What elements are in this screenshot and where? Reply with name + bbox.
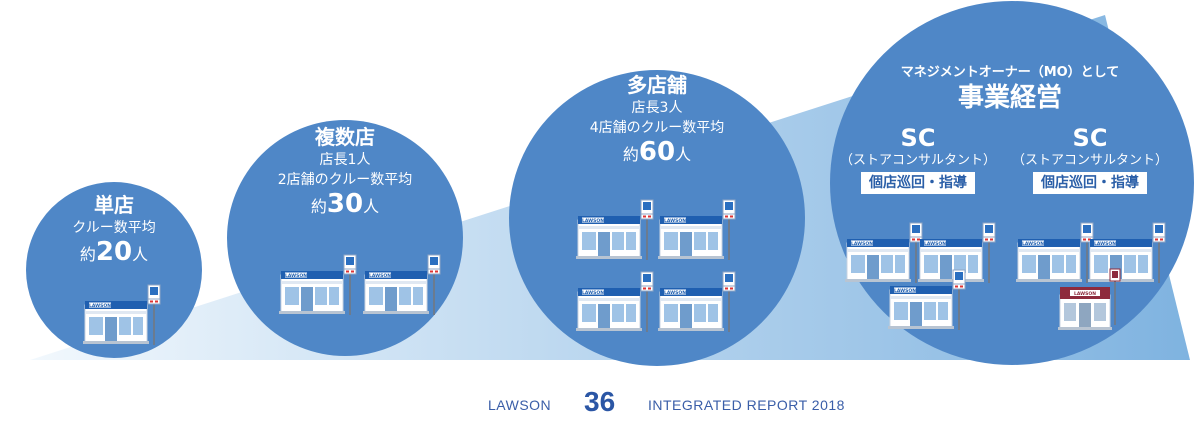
circle-4-text: マネジメントオーナー（MO）として 事業経営 (840, 64, 1180, 114)
circle-3-title: 多店舗 (627, 73, 687, 97)
footer-brand: LAWSON (488, 397, 552, 413)
sc-sub: （ストアコンサルタント） (1011, 153, 1168, 168)
sc-tag: 個店巡回・指導 (1033, 172, 1147, 194)
circle-3-text: 多店舗 店長3人 4店舗のクルー数平均 約60人 (557, 72, 757, 169)
circle-1-line: クルー数平均 (72, 220, 156, 236)
circle-3-line-2: 4店舗のクルー数平均 (589, 120, 725, 136)
circle-2-count: 約30人 (310, 189, 380, 219)
circle-1-text: 単店 クルー数平均 約20人 (44, 192, 184, 269)
circle-2-text: 複数店 店長1人 2店舗のクルー数平均 約30人 (245, 124, 445, 221)
circle-3-count: 約60人 (622, 137, 692, 167)
circle-2-line-1: 店長1人 (319, 152, 371, 168)
sc-label: SC (900, 124, 936, 152)
sc-tag: 個店巡回・指導 (861, 172, 975, 194)
circle-4-title: 事業経営 (957, 83, 1062, 113)
sc-sub: （ストアコンサルタント） (839, 153, 996, 168)
circle-2-title: 複数店 (315, 125, 375, 149)
circle-1-count: 約20人 (79, 237, 149, 267)
circle-4-subtitle: マネジメントオーナー（MO）として (900, 65, 1120, 80)
sc-block-1: SC （ストアコンサルタント） 個店巡回・指導 (832, 124, 1004, 194)
circle-3-line-1: 店長3人 (631, 100, 683, 116)
circle-2-line-2: 2店舗のクルー数平均 (277, 172, 413, 188)
circle-1-title: 単店 (94, 193, 134, 217)
sc-block-2: SC （ストアコンサルタント） 個店巡回・指導 (1004, 124, 1176, 194)
sc-label: SC (1072, 124, 1108, 152)
footer-report-title: INTEGRATED REPORT 2018 (648, 397, 845, 413)
page-number: 36 (584, 386, 616, 417)
circle-single-store (26, 182, 202, 358)
